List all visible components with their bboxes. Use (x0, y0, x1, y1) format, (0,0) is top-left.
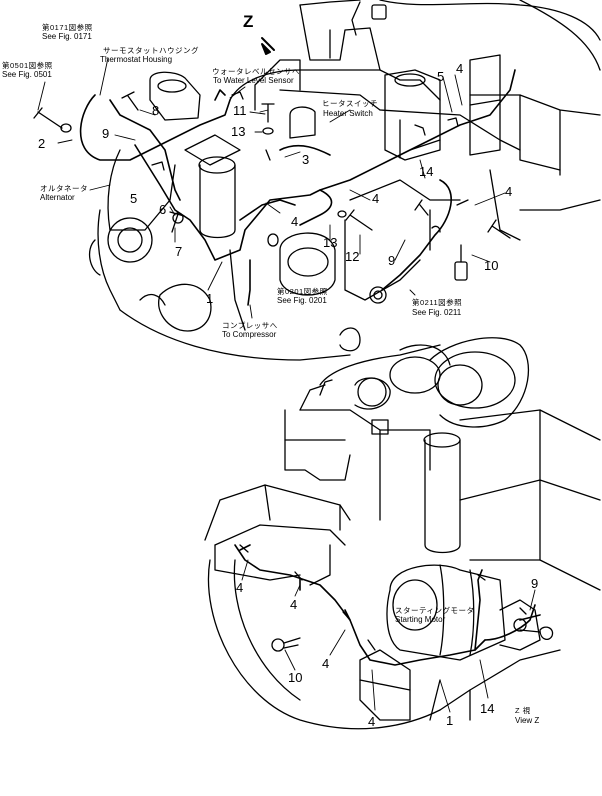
part-number-10-lower: 10 (288, 670, 303, 685)
upper-leader-lines (37, 57, 506, 319)
callout-heater-en: Heater Switch (323, 109, 373, 118)
lower-leader-lines (241, 559, 536, 713)
part-number-13-upper: 13 (231, 124, 246, 139)
lower-fasteners (239, 544, 554, 652)
part-number-8: 8 (152, 103, 160, 118)
callout-water-level-jp: ウォータレベルセンサへ (212, 67, 300, 76)
ref-fig0501-en: See Fig. 0501 (2, 70, 52, 79)
view-z-caption-jp: Z 視 (515, 706, 531, 715)
part-number-12: 12 (345, 249, 360, 264)
part-number-4-lower-d: 4 (368, 714, 376, 729)
part-number-11: 11 (233, 103, 247, 118)
part-number-2: 2 (38, 136, 46, 151)
part-number-9-upper-right: 9 (388, 253, 396, 268)
callout-compressor-jp: コンプレッサへ (222, 321, 278, 330)
part-number-9-upper: 9 (102, 126, 110, 141)
callout-starting-motor-jp: スターティングモータ (395, 606, 475, 615)
lower-engine-body (204, 337, 601, 730)
ref-fig0211-jp: 第0211図参照 (412, 298, 463, 307)
ref-fig0211-en: See Fig. 0211 (412, 308, 462, 317)
part-number-4-lower-b: 4 (290, 597, 298, 612)
part-number-9-lower: 9 (531, 576, 539, 591)
part-number-4-lower-c: 4 (322, 656, 330, 671)
part-number-13-lower: 13 (323, 235, 338, 250)
ref-fig0171-en: See Fig. 0171 (42, 32, 92, 41)
part-number-4-lower-a: 4 (236, 580, 244, 595)
part-number-1-lower: 1 (446, 713, 454, 728)
part-number-4-upper-c: 4 (456, 61, 464, 76)
ref-fig0201-jp: 第0201図参照 (277, 287, 328, 296)
view-z-arrow (261, 37, 275, 55)
part-number-4-upper-d: 4 (505, 184, 513, 199)
part-number-3: 3 (302, 152, 310, 167)
callout-alternator-jp: オルタネータ (40, 184, 88, 193)
callout-thermostat-en: Thermostat Housing (100, 55, 173, 64)
part-number-14-lower: 14 (480, 701, 495, 716)
part-number-4-upper-b: 4 (372, 191, 380, 206)
part-number-4-upper-a: 4 (291, 214, 299, 229)
callout-alternator-en: Alternator (40, 193, 75, 202)
upper-wiring-harness (79, 69, 516, 306)
part-number-14-upper: 14 (419, 164, 434, 179)
view-z-caption-en: View Z (515, 716, 540, 725)
callout-thermostat-jp: サーモスタットハウジング (103, 46, 199, 55)
upper-fasteners (33, 91, 511, 247)
callout-compressor-en: To Compressor (222, 330, 277, 339)
callout-water-level-en: To Water Level Sensor (213, 76, 294, 85)
part-number-6: 6 (159, 202, 167, 217)
ref-fig0201-en: See Fig. 0201 (277, 296, 327, 305)
part-number-5-upper-right: 5 (437, 69, 445, 84)
part-number-10-upper: 10 (484, 258, 499, 273)
part-number-7: 7 (175, 244, 183, 259)
callout-heater-jp: ヒータスイッチ (322, 99, 378, 108)
ref-fig0501-jp: 第0501図参照 (2, 61, 53, 70)
view-marker-z: Z (243, 12, 254, 31)
part-number-1-upper: 1 (206, 291, 214, 306)
callout-starting-motor-en: Starting Motor (395, 615, 446, 624)
part-number-5-upper-left: 5 (130, 191, 138, 206)
ref-fig0171-jp: 第0171図参照 (42, 23, 93, 32)
